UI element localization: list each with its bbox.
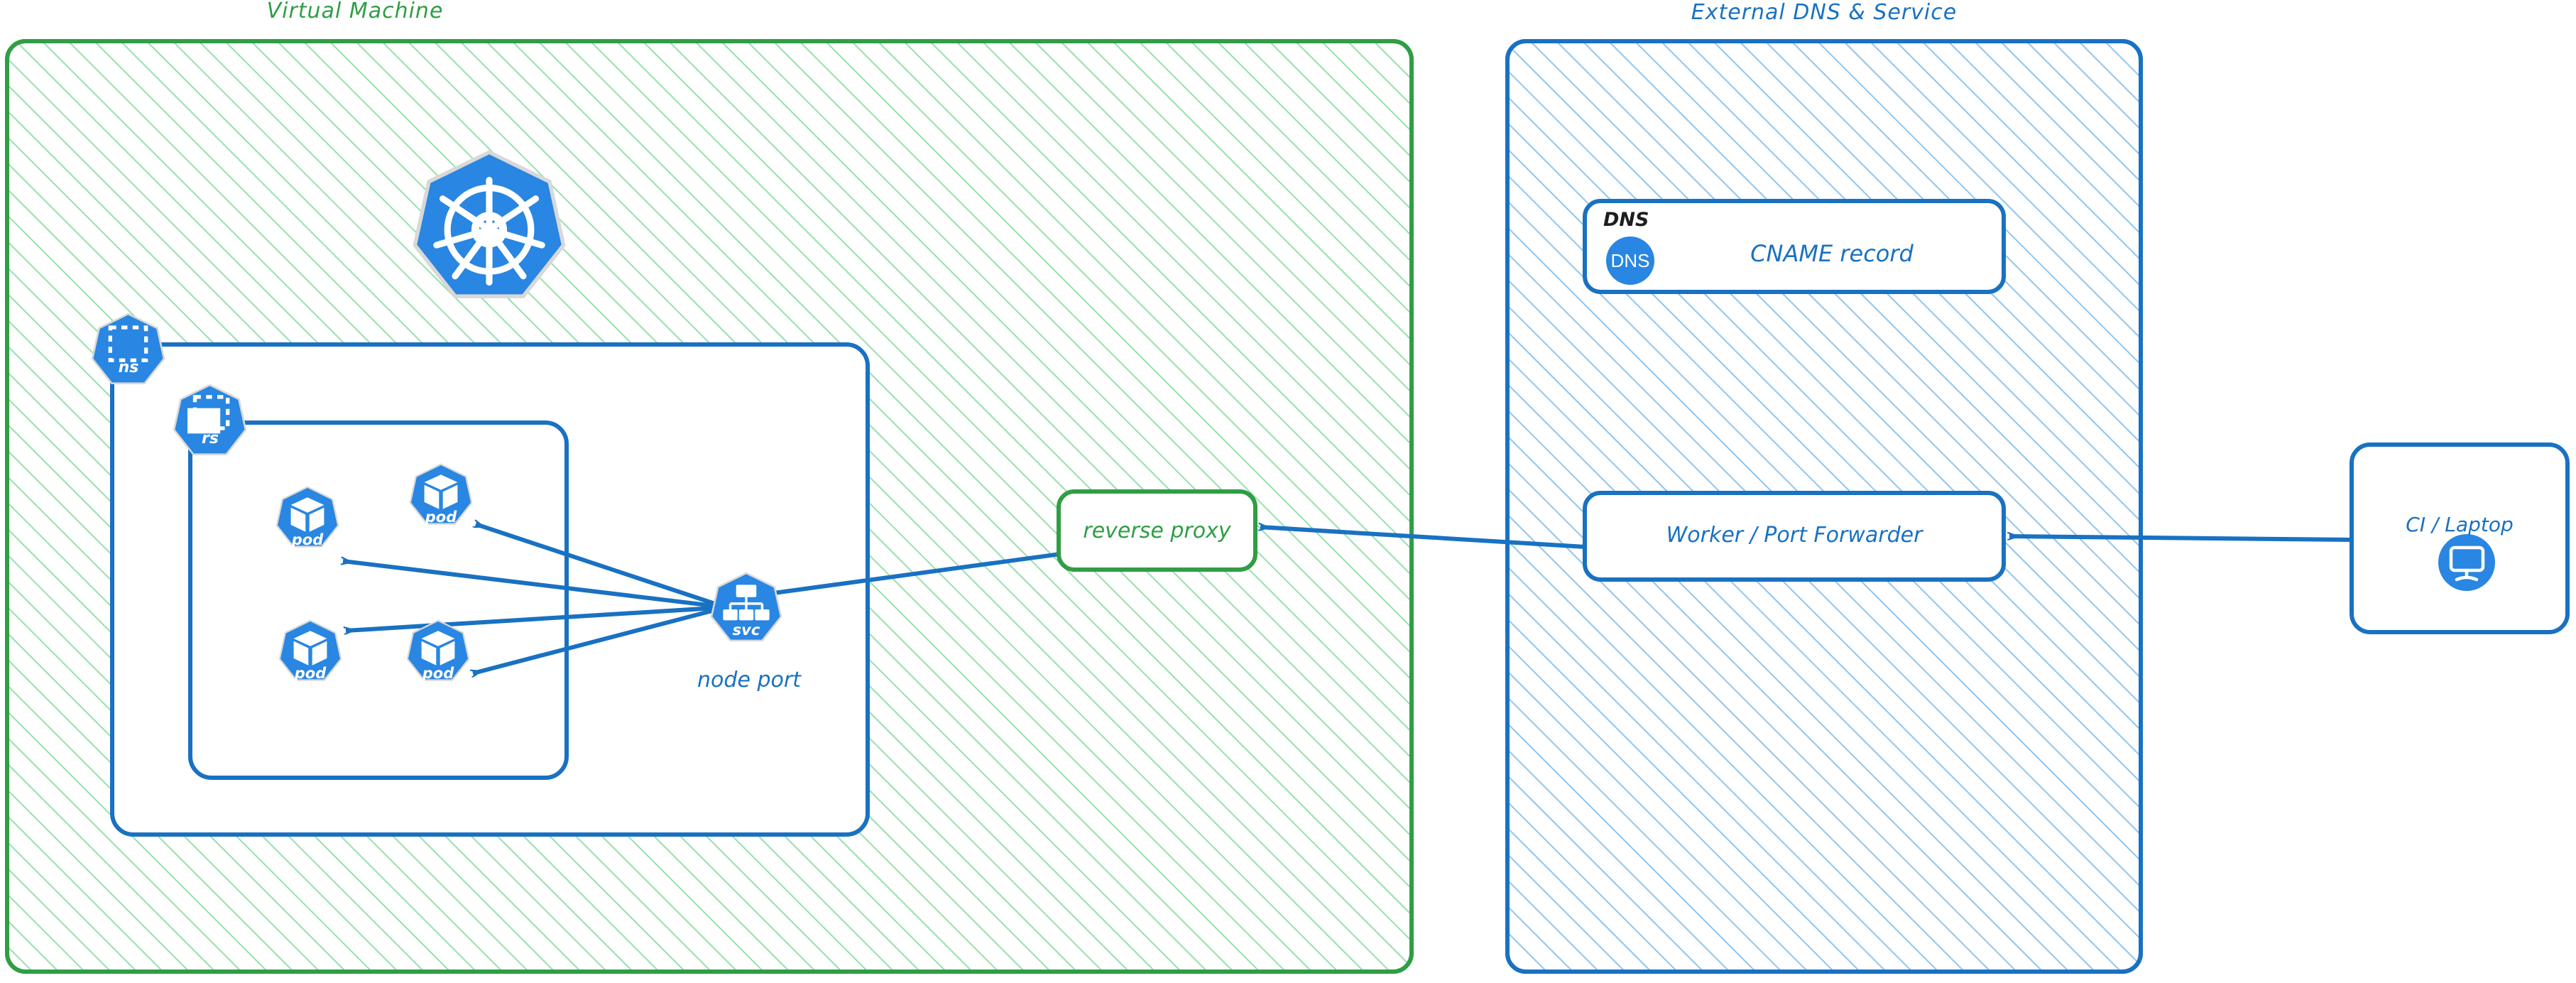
worker-label: Worker / Port Forwarder [1666,523,1923,548]
kubernetes-logo [413,150,566,298]
pod-icon-1 [275,486,339,548]
namespace-badge-label: ns [118,359,139,376]
pod-badge-label-1: pod [291,531,324,548]
pod-badge-label-4: pod [422,665,454,682]
external-zone-title: External DNS & Service [1691,0,1958,25]
edge-svc-pod-3 [346,605,726,631]
edge-svc-pod-1 [343,561,726,609]
dns-card-label: CNAME record [1750,240,1914,267]
edge-svc-pod-4 [473,605,726,673]
virtual-machine-title: Virtual Machine [266,0,444,23]
dns-badge-label: DNS [1610,250,1650,271]
replicaset-badge-label: rs [202,430,219,447]
service-icon [710,572,782,642]
desktop-monitor-icon [2449,545,2485,582]
service-to-pod-edges [343,524,726,673]
node-port-caption: node port [697,668,801,693]
replicaset-icon [173,384,247,456]
worker-box[interactable] [1583,491,2006,582]
edge-worker-to-reverse-proxy [1260,527,1586,549]
edge-client-to-worker [2009,536,2352,542]
reverse-proxy-label: reverse proxy [1083,518,1231,543]
pod-badge-label-3: pod [294,665,327,682]
namespace-icon [91,313,165,385]
pod-icon-4 [406,619,470,681]
pod-badge-label-2: pod [425,509,457,526]
client-icon-circle [2438,534,2495,591]
pod-icon-3 [278,619,342,681]
pod-icon-2 [409,463,473,525]
reverse-proxy-box[interactable] [1057,489,1257,572]
dns-badge-circle [1606,237,1654,285]
dns-card-box[interactable] [1583,199,2006,294]
replicaset-box [188,420,569,780]
dns-group-label: DNS [1603,209,1649,231]
client-label: CI / Laptop [2406,513,2514,536]
service-badge-label: svc [732,621,760,639]
edge-svc-pod-2 [476,524,726,609]
